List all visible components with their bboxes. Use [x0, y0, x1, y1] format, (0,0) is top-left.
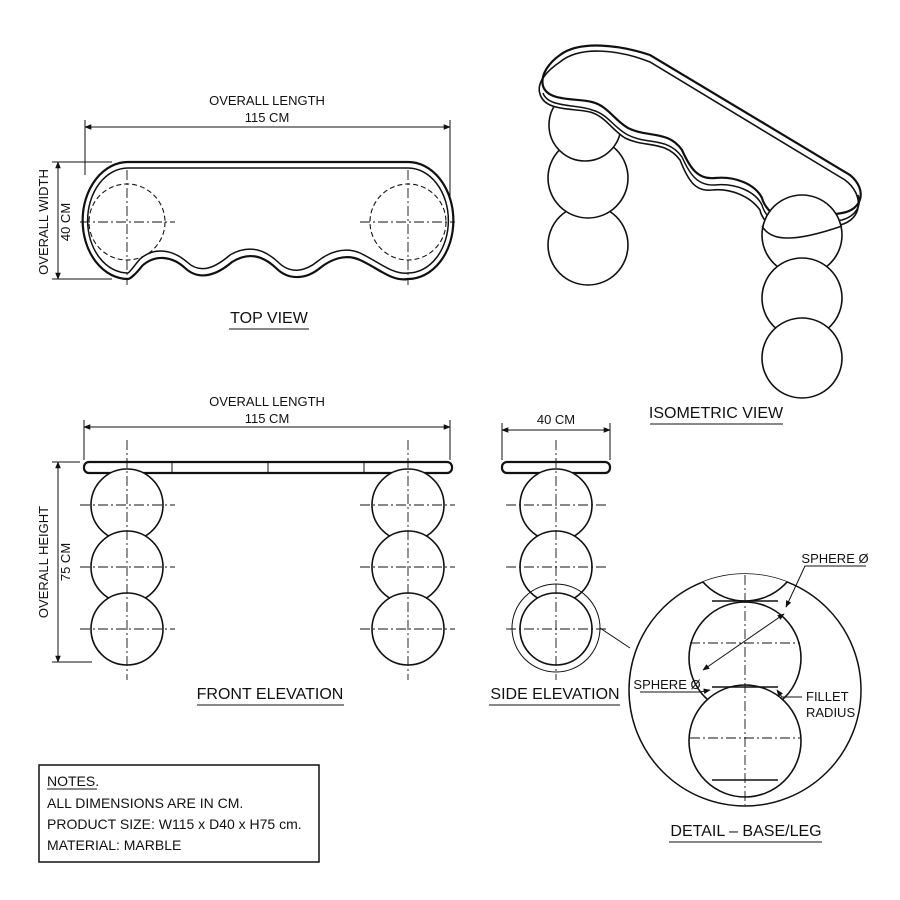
top-view: OVERALL LENGTH 115 CM OVERALL WIDTH 40 C…	[36, 93, 455, 330]
detail-fillet-label: FILLET	[806, 689, 849, 704]
front-elevation-title: FRONT ELEVATION	[197, 686, 344, 703]
iso-tabletop-top	[541, 44, 862, 222]
notes-line-2: PRODUCT SIZE: W115 x D40 x H75 cm.	[47, 816, 302, 832]
front-height-label: OVERALL HEIGHT	[36, 506, 51, 618]
detail-sphere-top-label: SPHERE Ø	[801, 551, 868, 566]
detail-base-leg: SPHERE Ø SPHERE Ø FILLET RADIUS DETAIL –…	[628, 551, 869, 843]
side-elevation: 40 CM SIDE ELEVATION	[489, 412, 631, 706]
top-length-value: 115 CM	[245, 110, 290, 125]
notes-line-3: MATERIAL: MARBLE	[47, 837, 181, 853]
isometric-view-title: ISOMETRIC VIEW	[649, 405, 784, 422]
top-length-label: OVERALL LENGTH	[209, 93, 325, 108]
notes-line-1: ALL DIMENSIONS ARE IN CM.	[47, 795, 243, 811]
front-length-value: 115 CM	[245, 411, 290, 426]
front-elevation: OVERALL LENGTH 115 CM OVERALL HEIGHT 75 …	[36, 394, 455, 706]
side-depth-value: 40 CM	[537, 412, 575, 427]
detail-sphere-left-label: SPHERE Ø	[633, 677, 700, 692]
top-width-value: 40 CM	[58, 203, 73, 241]
detail-radius-label: RADIUS	[806, 705, 855, 720]
top-outline	[81, 160, 455, 281]
top-inner-outline	[86, 167, 450, 274]
detail-sphere-diameter-dimension	[702, 613, 785, 671]
iso-sphere-right-bottom	[761, 317, 843, 399]
front-height-value: 75 CM	[58, 543, 73, 581]
isometric-view: ISOMETRIC VIEW	[538, 44, 862, 425]
side-elevation-title: SIDE ELEVATION	[490, 686, 619, 703]
top-width-label: OVERALL WIDTH	[36, 169, 51, 275]
front-length-label: OVERALL LENGTH	[209, 394, 325, 409]
detail-title: DETAIL – BASE/LEG	[670, 823, 821, 840]
notes-heading: NOTES.	[47, 773, 99, 789]
notes-box: NOTES. ALL DIMENSIONS ARE IN CM. PRODUCT…	[38, 764, 320, 863]
top-view-title: TOP VIEW	[230, 310, 309, 327]
iso-tabletop-edge	[538, 50, 860, 235]
